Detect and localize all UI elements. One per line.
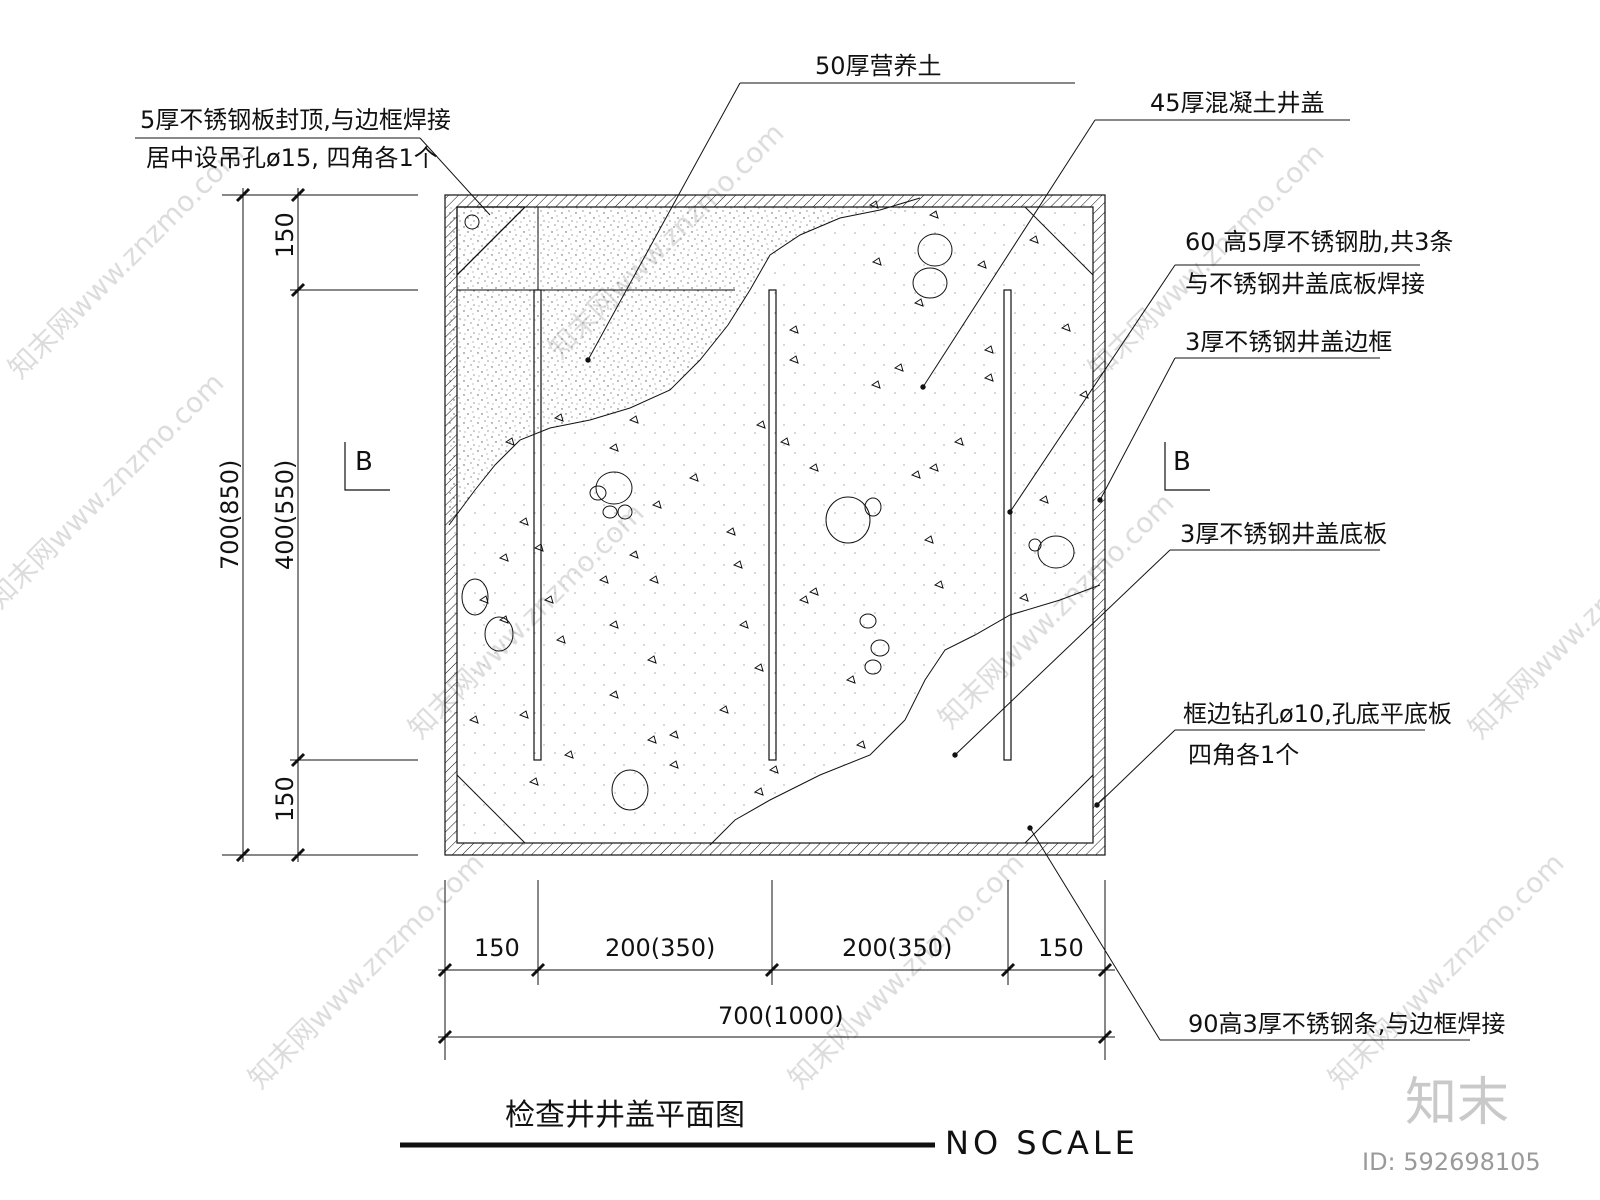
annotation-lift-hole: 居中设吊孔ø15, 四角各1个 <box>146 144 438 172</box>
annotations: 5厚不锈钢板封顶,与边框焊接 居中设吊孔ø15, 四角各1个 50厚营养土 45… <box>140 52 1505 1038</box>
soil-boundary <box>448 197 921 526</box>
drawing-title: 检查井井盖平面图 <box>505 1098 745 1133</box>
dim-bottom-total: 700(1000) <box>718 1002 844 1030</box>
dim-bottom-1: 150 <box>474 934 520 962</box>
watermark-text: 知末网www.znzmo.com <box>1322 846 1571 1095</box>
brand-watermark: 知末 <box>1405 1073 1509 1133</box>
annotation-drill-corners: 四角各1个 <box>1188 741 1299 769</box>
aggregate <box>468 200 1089 796</box>
soil-area <box>449 205 920 525</box>
svg-text:B: B <box>1173 447 1191 477</box>
corner-plates <box>456 206 1094 844</box>
watermark-text: 知末网www.znzmo.com <box>782 846 1031 1095</box>
concrete-boundary <box>709 584 1101 846</box>
scale-note: NO SCALE <box>945 1124 1139 1162</box>
annotation-top-plate: 5厚不锈钢板封顶,与边框焊接 <box>140 106 451 134</box>
rib-2 <box>768 289 777 761</box>
watermark-text: 知末网www.znzmo.com <box>242 846 491 1095</box>
drawing-title-block: 检查井井盖平面图 NO SCALE <box>400 1098 1139 1162</box>
frame-outer <box>444 194 1106 856</box>
watermark-text: 知末网www.znzmo.com <box>1462 496 1600 745</box>
frame-inner <box>456 206 1094 844</box>
annotation-ribs: 60 高5厚不锈钢肋,共3条 <box>1185 228 1453 256</box>
rib-1 <box>533 289 542 761</box>
bottom-dimensions: 150 200(350) 200(350) 150 700(1000) <box>437 880 1115 1060</box>
annotation-ribs-weld: 与不锈钢井盖底板焊接 <box>1185 270 1425 298</box>
dim-bottom-3: 200(350) <box>842 934 952 962</box>
dim-left-bottom: 150 <box>271 776 299 822</box>
annotation-concrete: 45厚混凝土井盖 <box>1150 89 1325 117</box>
leader-lines <box>135 82 1470 1041</box>
section-marker-right: B <box>1164 442 1210 491</box>
dim-left-mid: 400(550) <box>271 460 299 570</box>
dim-bottom-4: 150 <box>1038 934 1084 962</box>
annotation-frame: 3厚不锈钢井盖边框 <box>1185 328 1392 356</box>
annotation-steel-strip: 90高3厚不锈钢条,与边框焊接 <box>1188 1010 1505 1038</box>
section-marker-left: B <box>344 442 390 491</box>
annotation-base-plate: 3厚不锈钢井盖底板 <box>1180 520 1387 548</box>
cover-plan <box>444 194 1106 856</box>
svg-text:B: B <box>355 447 373 477</box>
image-id-watermark: ID: 592698105 <box>1362 1148 1541 1176</box>
dim-left-outer: 700(850) <box>216 460 244 570</box>
annotation-soil: 50厚营养土 <box>815 52 942 80</box>
left-dimensions: 700(850) 150 400(550) 150 <box>216 187 418 863</box>
pebbles <box>461 233 1075 811</box>
dim-left-top: 150 <box>271 212 299 258</box>
annotation-drill-hole: 框边钻孔ø10,孔底平底板 <box>1183 700 1452 728</box>
watermark-text: 知末网www.znzmo.com <box>0 366 230 615</box>
watermark-text: 知末网www.znzmo.com <box>2 136 251 385</box>
dim-bottom-2: 200(350) <box>605 934 715 962</box>
rib-3 <box>1003 289 1012 761</box>
